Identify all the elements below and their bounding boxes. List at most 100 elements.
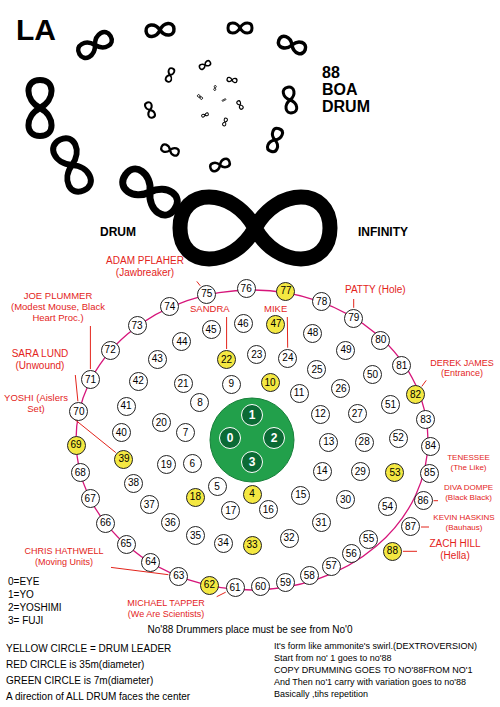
title-text: 88 BOA DRUM xyxy=(322,64,374,115)
leader-line xyxy=(75,375,78,401)
drummer-circle: 27 xyxy=(348,404,367,423)
drummer-circle: 34 xyxy=(214,534,233,553)
drummer-number: 68 xyxy=(75,468,86,478)
center-drummer-circle: 3 xyxy=(241,451,263,473)
drummer-name: TENESSEE (The Like) xyxy=(441,453,496,472)
green-circle xyxy=(210,398,294,482)
drummer-circle: 68 xyxy=(71,463,90,482)
drum-leader-circle: 22 xyxy=(217,350,236,369)
drummer-number: 64 xyxy=(145,557,156,567)
center-drummer-circle: 0 xyxy=(219,427,241,449)
drummer-number: 85 xyxy=(424,468,435,478)
drummer-number: 62 xyxy=(204,580,215,590)
drummer-circle: 42 xyxy=(129,372,148,391)
drummer-name: MICHAEL TAPPER (We Are Scientists) xyxy=(118,598,214,619)
infinity-symbol xyxy=(222,98,226,101)
drummer-number: 51 xyxy=(385,400,396,410)
drummer-circle: 50 xyxy=(363,365,382,384)
drummer-circle: 66 xyxy=(96,514,115,533)
drum-leader-circle: 69 xyxy=(67,436,86,455)
drummer-circle: 64 xyxy=(141,553,160,572)
drummer-name: KEVIN HASKINS (Bauhaus) xyxy=(432,513,496,532)
drummer-circle: 55 xyxy=(359,530,378,549)
red-circle xyxy=(76,290,428,590)
drummer-circle: 29 xyxy=(351,462,370,481)
drummer-name: JOE PLUMMER (Modest Mouse, Black Heart P… xyxy=(8,290,108,323)
infinity-symbol xyxy=(50,135,95,196)
drummer-circle: 61 xyxy=(226,578,245,597)
drummer-number: 24 xyxy=(282,353,293,363)
drummer-number: 38 xyxy=(128,478,139,488)
drummer-circle: 46 xyxy=(234,314,253,333)
drummer-circle: 86 xyxy=(414,491,433,510)
drummer-circle: 21 xyxy=(174,374,193,393)
drummer-number: 22 xyxy=(221,355,232,365)
drummer-circle: 38 xyxy=(124,474,143,493)
drummer-number: 60 xyxy=(255,582,266,592)
drummer-number: 65 xyxy=(120,539,131,549)
leader-line xyxy=(197,281,201,285)
infinity-symbol xyxy=(227,77,238,83)
drummer-circle: 30 xyxy=(336,490,355,509)
drummer-circle: 14 xyxy=(313,462,332,481)
infinity-symbol xyxy=(76,30,115,61)
drummer-name: MIKE xyxy=(264,304,287,314)
drummer-circle: 60 xyxy=(251,577,270,596)
drummer-number: 34 xyxy=(218,538,229,548)
drummer-circle: 19 xyxy=(157,455,176,474)
drummer-circle: 74 xyxy=(160,297,179,316)
leader-line xyxy=(422,380,426,386)
drummer-number: 86 xyxy=(417,496,428,506)
note-text: No'88 Drummers place must be see from No… xyxy=(147,624,352,636)
drummer-number: 52 xyxy=(393,433,404,443)
infinity-symbol xyxy=(197,94,203,100)
drummer-number: 6 xyxy=(189,459,195,469)
drummer-number: 58 xyxy=(304,571,315,581)
drummer-number: 66 xyxy=(100,518,111,528)
center-drummer-circle: 1 xyxy=(241,404,263,426)
drummer-number: 84 xyxy=(425,441,436,451)
drummer-number: 11 xyxy=(294,388,304,398)
drummer-number: 42 xyxy=(133,376,144,386)
drummer-circle: 7 xyxy=(176,423,195,442)
infinity-symbol xyxy=(118,165,181,220)
infinity-swirl xyxy=(28,23,330,259)
drum-leader-circle: 10 xyxy=(261,373,280,392)
leader-lines xyxy=(70,281,438,596)
drummer-number: 18 xyxy=(190,492,201,502)
drum-leader-circle: 39 xyxy=(114,450,133,469)
leader-line xyxy=(70,416,116,453)
drummer-number: 61 xyxy=(230,583,241,593)
drummer-number: 63 xyxy=(173,571,184,581)
drummer-circle: 56 xyxy=(342,544,361,563)
drummer-number: 78 xyxy=(316,297,327,307)
infinity-symbol xyxy=(28,80,51,136)
drummer-name: YOSHI (Aislers Set) xyxy=(4,392,68,414)
drummer-circle: 41 xyxy=(117,397,136,416)
drummer-circle: 45 xyxy=(202,320,221,339)
drummer-circle: 44 xyxy=(172,332,191,351)
infinity-symbol xyxy=(180,197,330,259)
drummer-number: 71 xyxy=(85,375,96,385)
leader-line xyxy=(403,551,417,552)
drum-leader-circle: 4 xyxy=(243,485,262,504)
infinity-symbol xyxy=(282,86,297,113)
drummer-number: 29 xyxy=(355,467,366,477)
leader-line xyxy=(434,500,439,501)
drummer-name: DEREK JAMES (Entrance) xyxy=(428,358,496,378)
drummer-number: 14 xyxy=(317,466,328,476)
drummer-number: 13 xyxy=(323,437,334,447)
drummer-circle: 5 xyxy=(208,477,227,496)
heading-text: INFINITY xyxy=(358,225,408,239)
drummer-number: 37 xyxy=(144,500,155,510)
drummer-number: 44 xyxy=(176,337,187,347)
drummer-number: 75 xyxy=(201,289,212,299)
drummer-circle: 58 xyxy=(300,566,319,585)
drummer-circle: 76 xyxy=(237,279,256,298)
drummer-number: 70 xyxy=(73,407,84,417)
infinity-symbol xyxy=(214,85,217,90)
drummer-number: 23 xyxy=(251,350,262,360)
drummer-circle: 79 xyxy=(344,309,363,328)
